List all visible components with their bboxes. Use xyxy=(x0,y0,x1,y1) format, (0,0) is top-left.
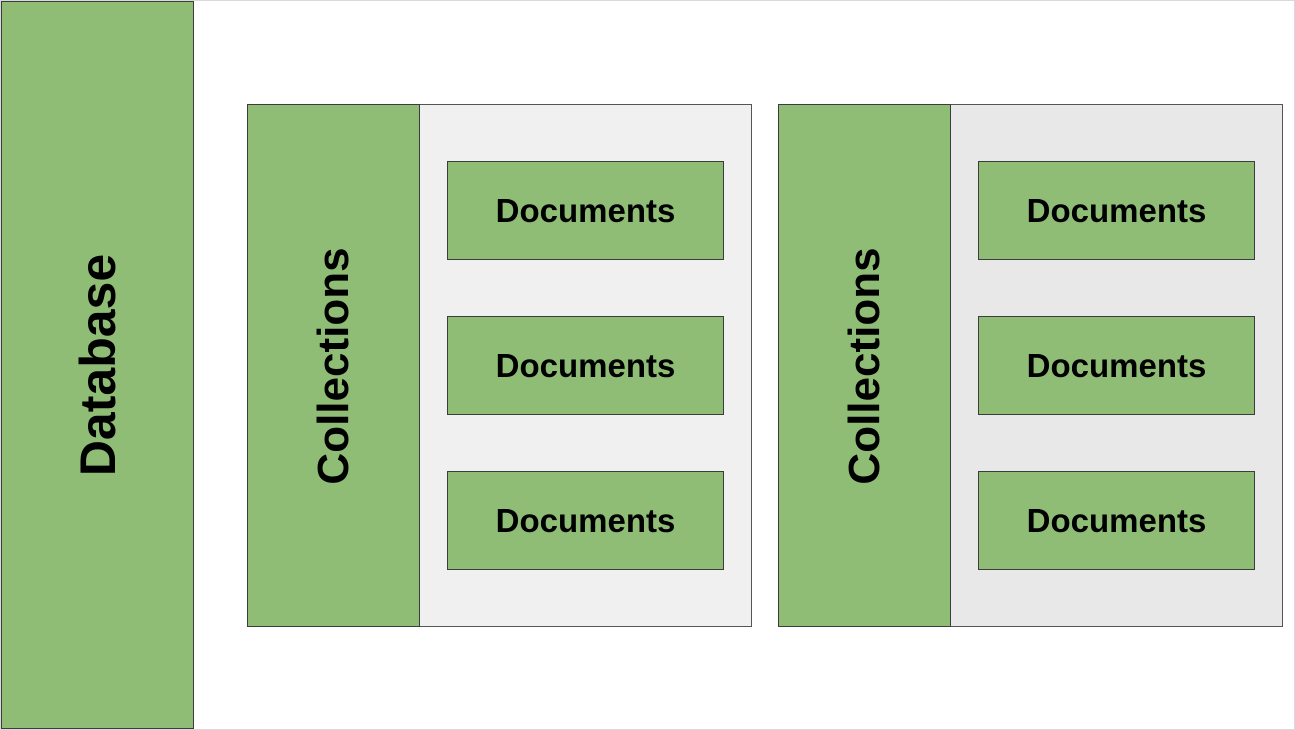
collection-node-2: Collections xyxy=(778,104,951,627)
document-node: Documents xyxy=(978,316,1255,415)
collection-label: Collections xyxy=(308,246,358,485)
document-node: Documents xyxy=(447,471,724,570)
document-node: Documents xyxy=(978,161,1255,260)
collection-label: Collections xyxy=(839,246,889,485)
document-node: Documents xyxy=(447,316,724,415)
document-node: Documents xyxy=(447,161,724,260)
collection-group-1: Collections Documents Documents Document… xyxy=(247,104,752,627)
collection-group-2: Collections Documents Documents Document… xyxy=(778,104,1283,627)
database-node: Database xyxy=(1,1,194,729)
database-label: Database xyxy=(69,253,126,477)
collection-node-1: Collections xyxy=(247,104,420,627)
document-node: Documents xyxy=(978,471,1255,570)
